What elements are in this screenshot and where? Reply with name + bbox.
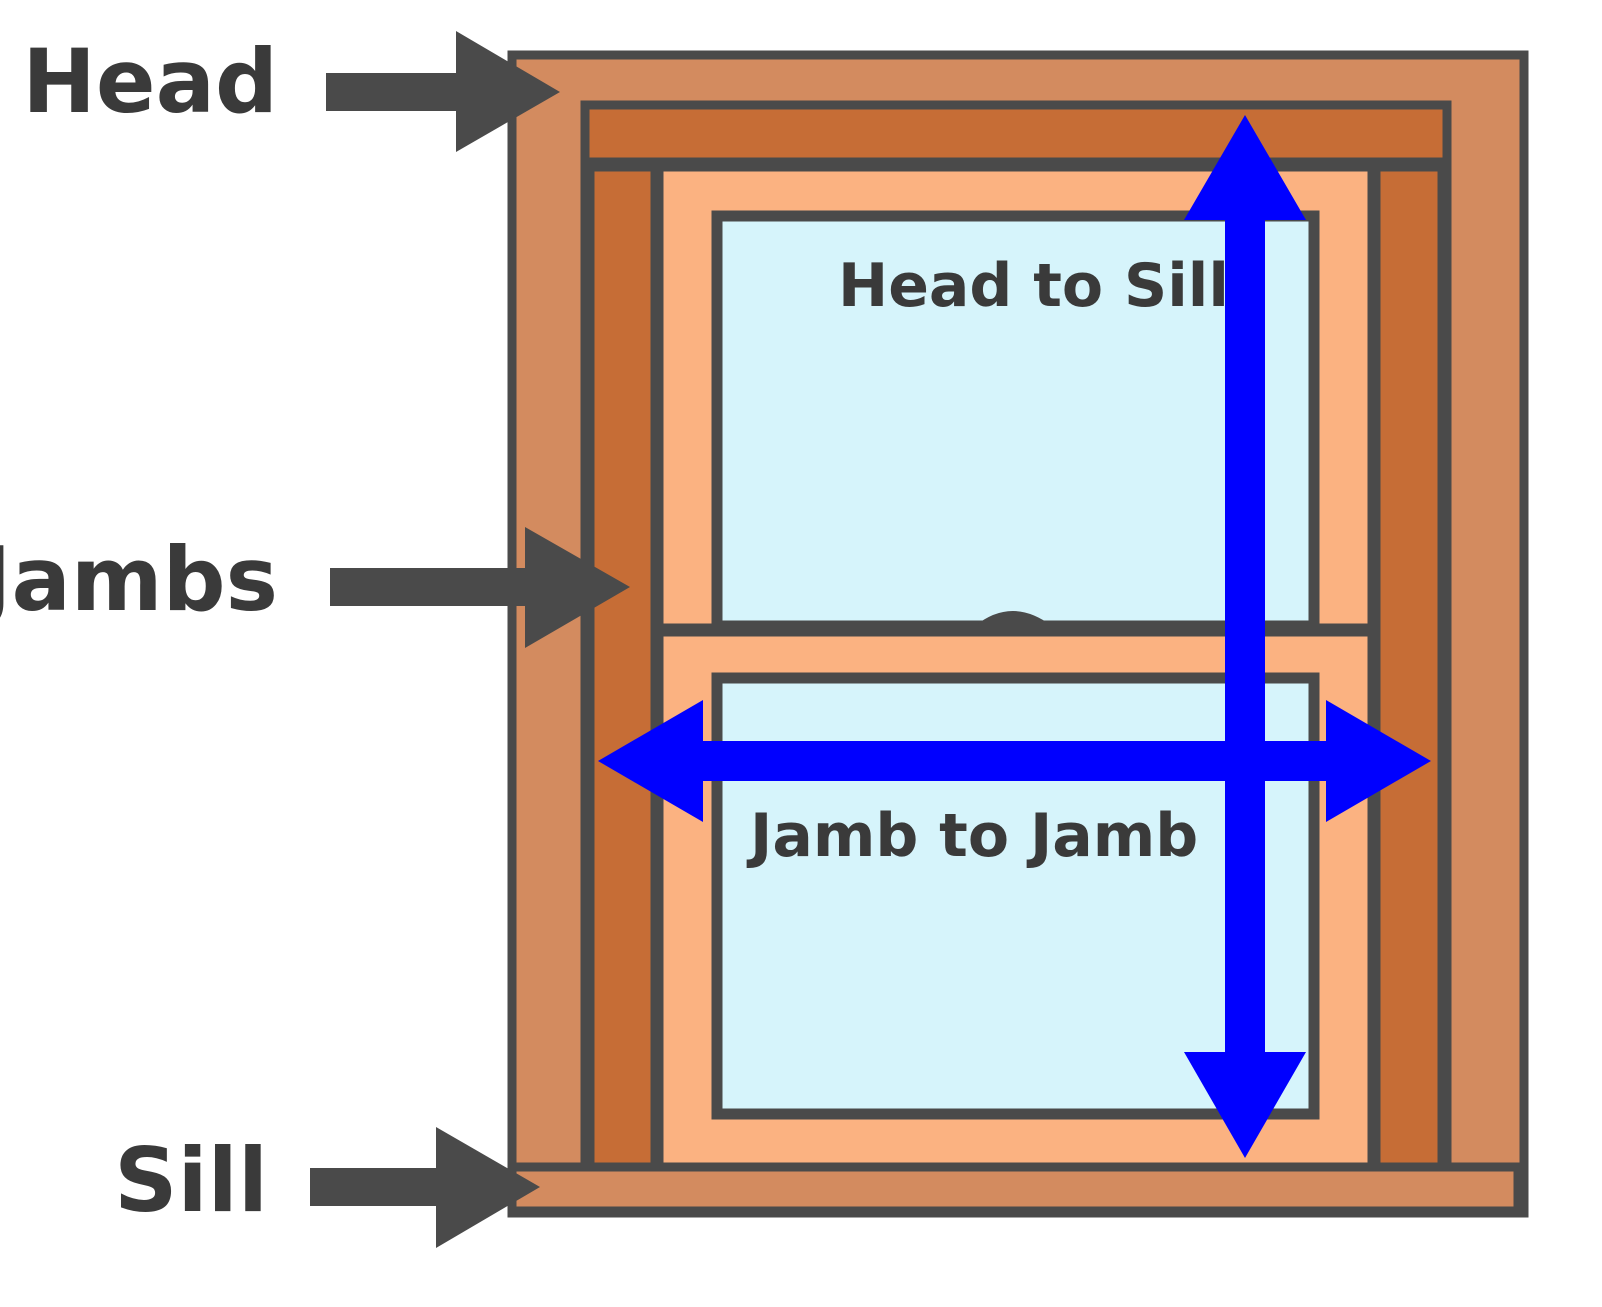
head-pointer-arrow xyxy=(326,31,560,152)
jambs-pointer-arrow xyxy=(330,527,630,648)
right-jamb xyxy=(1371,162,1447,1172)
jamb-to-jamb-label: Jamb to Jamb xyxy=(746,801,1198,871)
sill-pointer-arrow xyxy=(310,1127,540,1248)
head-to-sill-arrow xyxy=(1184,115,1306,1158)
head-to-sill-label: Head to Sill xyxy=(838,251,1229,321)
jambs-label: Jambs xyxy=(0,528,278,631)
sill-board xyxy=(507,1162,1523,1216)
sash-lock xyxy=(975,611,1052,626)
left-jamb xyxy=(585,162,660,1172)
head-label: Head xyxy=(22,30,278,133)
sill-label: Sill xyxy=(114,1129,268,1232)
